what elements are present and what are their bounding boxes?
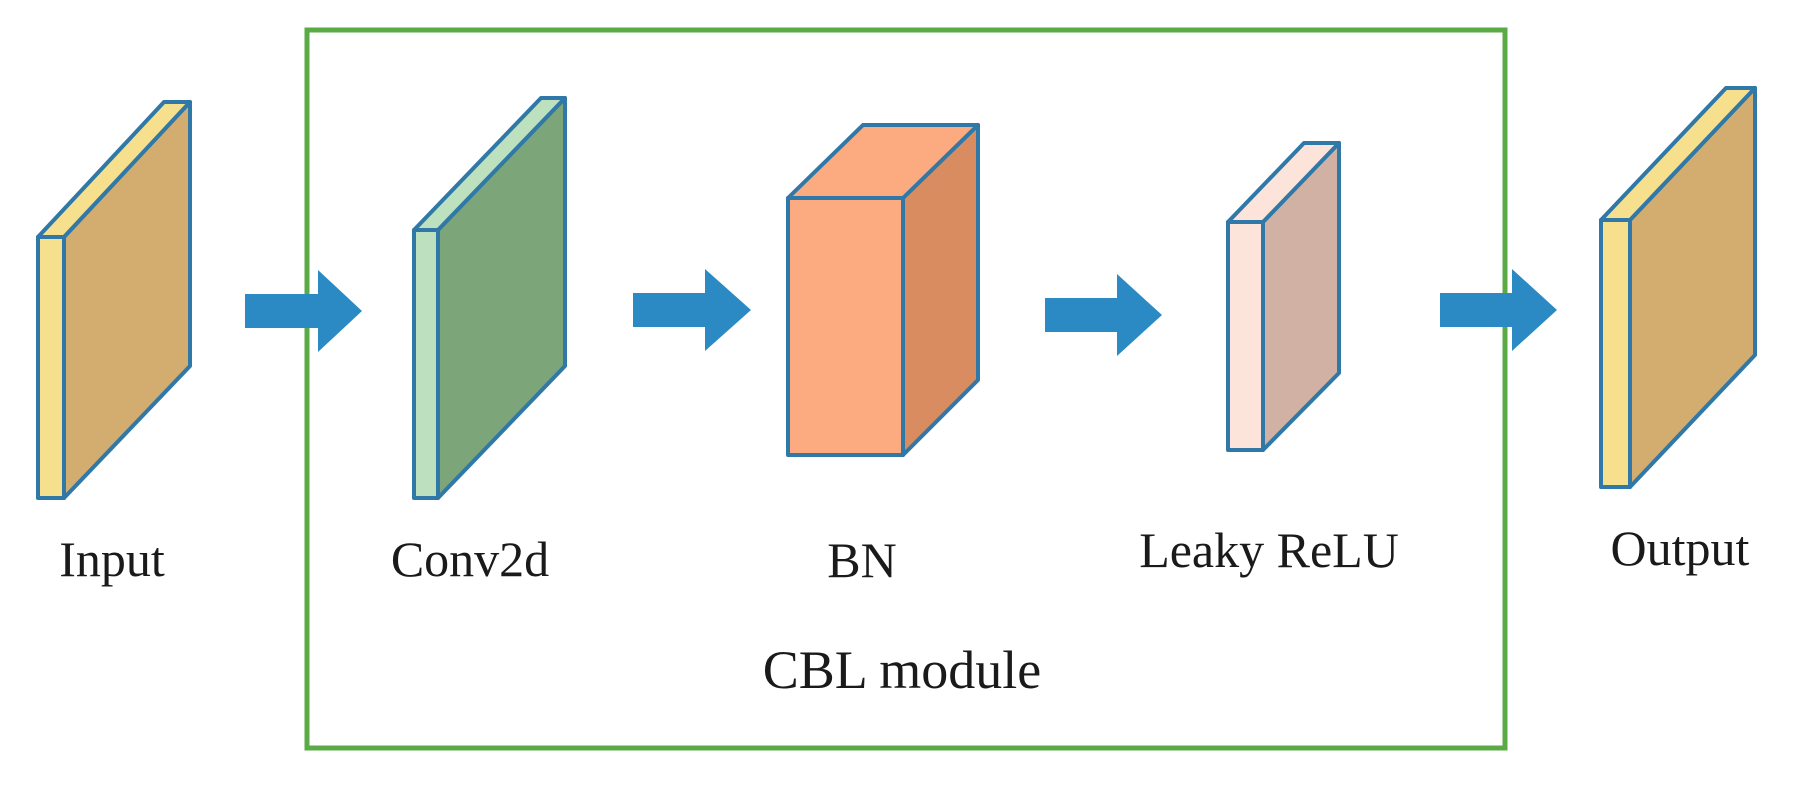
leaky-relu-block	[1226, 141, 1341, 452]
conv2d-label: Conv2d	[391, 531, 549, 587]
bn-block	[786, 123, 980, 457]
bn-block-front	[786, 196, 905, 457]
output-label: Output	[1611, 520, 1750, 576]
arrow-bn-to-leaky-relu	[1045, 274, 1162, 356]
cbl-module-frame	[304, 27, 1508, 751]
leaky-relu-label: Leaky ReLU	[1139, 522, 1399, 578]
arrow-conv2d-to-bn	[633, 269, 751, 351]
input-block	[36, 100, 192, 500]
output-block	[1599, 86, 1757, 489]
bn-label: BN	[827, 532, 896, 588]
arrow-leaky-relu-to-output	[1440, 269, 1557, 351]
output-block-front	[1599, 218, 1632, 489]
input-label: Input	[59, 531, 165, 587]
input-block-front	[36, 235, 66, 500]
cbl-module-label: CBL module	[763, 640, 1042, 700]
conv2d-block-front	[412, 228, 440, 500]
leaky-relu-block-front	[1226, 220, 1265, 452]
arrow-input-to-conv2d	[245, 270, 362, 352]
conv2d-block	[412, 96, 567, 500]
